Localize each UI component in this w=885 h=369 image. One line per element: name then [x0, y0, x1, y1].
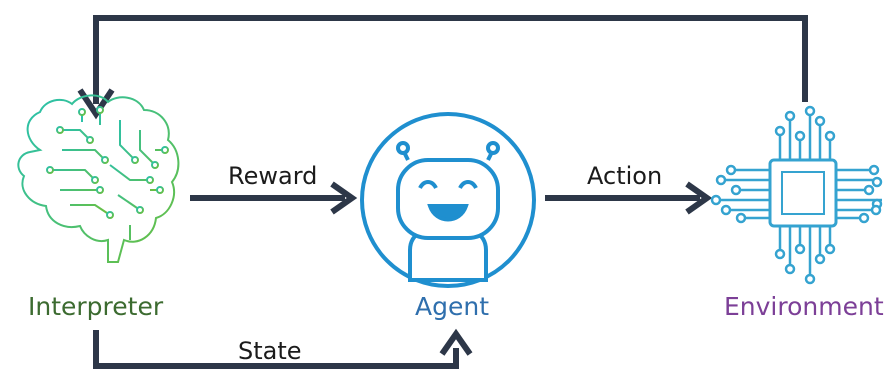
interpreter-label: Interpreter	[28, 292, 164, 321]
feedback-arrow	[93, 15, 808, 104]
chip-circuit-icon	[710, 105, 883, 285]
robot-icon	[360, 112, 536, 288]
state-arrowhead	[439, 328, 473, 356]
environment-label: Environment	[724, 292, 884, 321]
reward-label: Reward	[228, 162, 318, 190]
action-arrowhead	[685, 181, 713, 215]
brain-circuit-icon	[17, 94, 180, 263]
state-label: State	[238, 337, 302, 365]
state-arrow	[93, 330, 459, 369]
action-label: Action	[587, 162, 663, 190]
reward-arrowhead	[330, 181, 358, 215]
feedback-arrowhead	[77, 88, 115, 120]
agent-label: Agent	[415, 292, 489, 321]
